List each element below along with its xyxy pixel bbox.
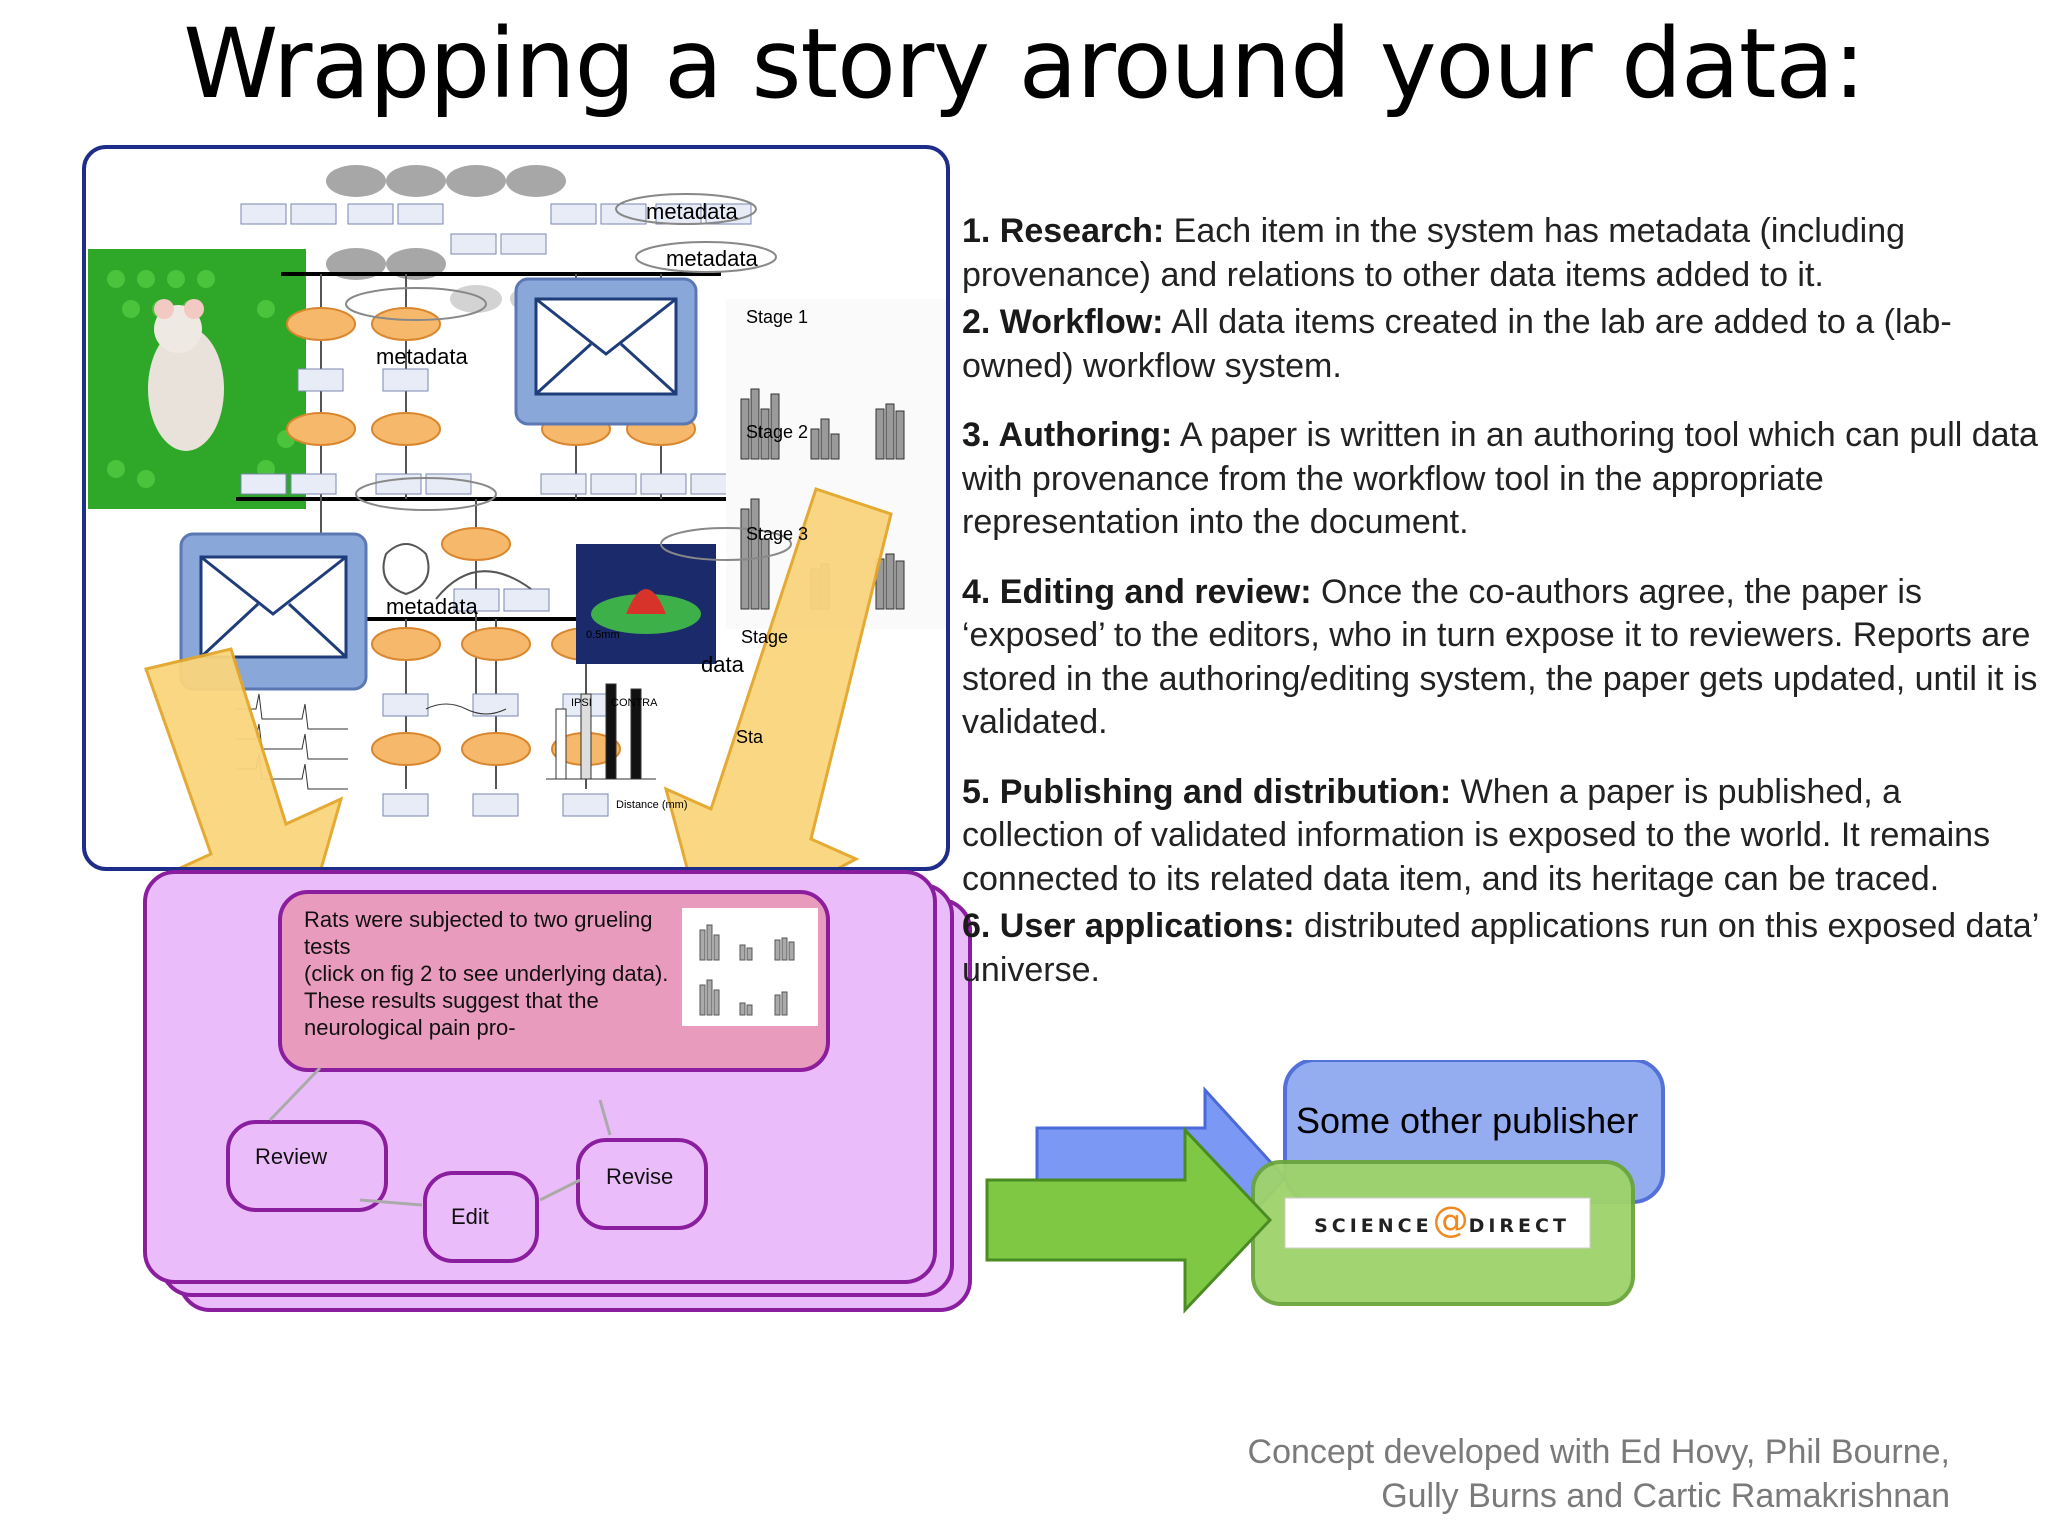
step-body: All data items created in the lab are ad… <box>962 303 1952 385</box>
step-body: distributed applications run on this exp… <box>962 907 2038 989</box>
legend-ipsi: IPSI <box>571 697 592 709</box>
revise-node[interactable]: Revise <box>606 1164 674 1189</box>
stage-label: Stage 1 <box>746 307 809 327</box>
sciencedirect-logo-right: DIRECT <box>1468 1215 1570 1237</box>
step-heading: 6. User applications: <box>962 907 1295 945</box>
legend-contra: CONTRA <box>611 697 658 709</box>
edit-node[interactable]: Edit <box>451 1204 489 1229</box>
credits-line: Concept developed with Ed Hovy, Phil Bou… <box>1247 1433 1950 1471</box>
paper-text-line: tests <box>304 934 351 959</box>
step-publishing: 5. Publishing and distribution: When a p… <box>962 771 2042 902</box>
workflow-collage-figure <box>88 165 946 867</box>
step-user-applications: 6. User applications: distributed applic… <box>962 905 2042 992</box>
step-heading: 4. Editing and review: <box>962 572 1312 611</box>
credits: Concept developed with Ed Hovy, Phil Bou… <box>1000 1430 1950 1518</box>
stage-label: Stage 2 <box>746 422 809 442</box>
sciencedirect-logo-left: SCIENCE <box>1314 1215 1433 1237</box>
paper-text-line: neurological pain pro- <box>304 1015 516 1040</box>
authoring-workflow-diagram <box>143 870 972 1312</box>
slide-title: Wrapping a story around your data: <box>183 8 1865 120</box>
metadata-label: metadata <box>376 344 468 369</box>
step-heading: 5. Publishing and distribution: <box>962 772 1452 811</box>
stage-label: Stage 3 <box>746 524 809 544</box>
scale-label: 0.5mm <box>586 629 620 641</box>
paper-text-line: (click on fig 2 to see underlying data). <box>304 961 669 986</box>
distance-axis-label: Distance (mm) <box>616 799 688 811</box>
review-node[interactable]: Review <box>255 1144 328 1169</box>
paper-text-line: Rats were subjected to two grueling <box>304 907 653 932</box>
stage-label: Sta <box>736 727 764 747</box>
yellow-arrow-left <box>144 647 344 867</box>
metadata-label: metadata <box>666 246 758 271</box>
step-heading: 2. Workflow: <box>962 303 1164 341</box>
sciencedirect-logo: SCIENCE@DIRECT <box>1292 1200 1592 1241</box>
credits-line: Gully Burns and Cartic Ramakrishnan <box>1381 1477 1950 1515</box>
metadata-label: metadata <box>646 199 738 224</box>
step-workflow: 2. Workflow: All data items created in t… <box>962 301 2042 388</box>
metadata-label: metadata <box>386 594 478 619</box>
stage-label: Stage <box>741 627 789 647</box>
steps-list: 1. Research: Each item in the system has… <box>962 210 2042 1018</box>
sciencedirect-logo-at: @ <box>1432 1200 1469 1241</box>
research-figure-panel: metadata metadata metadata metadata data… <box>82 145 950 871</box>
paper-text-line: These results suggest that the <box>304 988 599 1013</box>
step-authoring: 3. Authoring: A paper is written in an a… <box>962 414 2042 545</box>
envelope-icon <box>514 277 698 426</box>
step-research: 1. Research: Each item in the system has… <box>962 210 2042 297</box>
step-body: Each item in the system has metadata (in… <box>962 212 1906 294</box>
paper-text[interactable]: Rats were subjected to two grueling test… <box>304 906 744 1041</box>
yellow-arrow-right <box>663 487 893 867</box>
step-body: When a paper is published, a collection … <box>962 772 1991 898</box>
step-body: Once the co-authors agree, the paper is … <box>962 572 2038 742</box>
publishing-diagram <box>985 1060 1665 1314</box>
envelope-icon <box>179 532 368 691</box>
step-heading: 3. Authoring: <box>962 416 1173 454</box>
step-editing: 4. Editing and review: Once the co-autho… <box>962 571 2042 745</box>
step-body: A paper is written in an authoring tool … <box>962 416 2038 541</box>
step-heading: 1. Research: <box>962 212 1165 250</box>
metadata-label: data <box>701 652 744 677</box>
other-publisher-label: Some other publisher <box>1296 1100 1639 1141</box>
